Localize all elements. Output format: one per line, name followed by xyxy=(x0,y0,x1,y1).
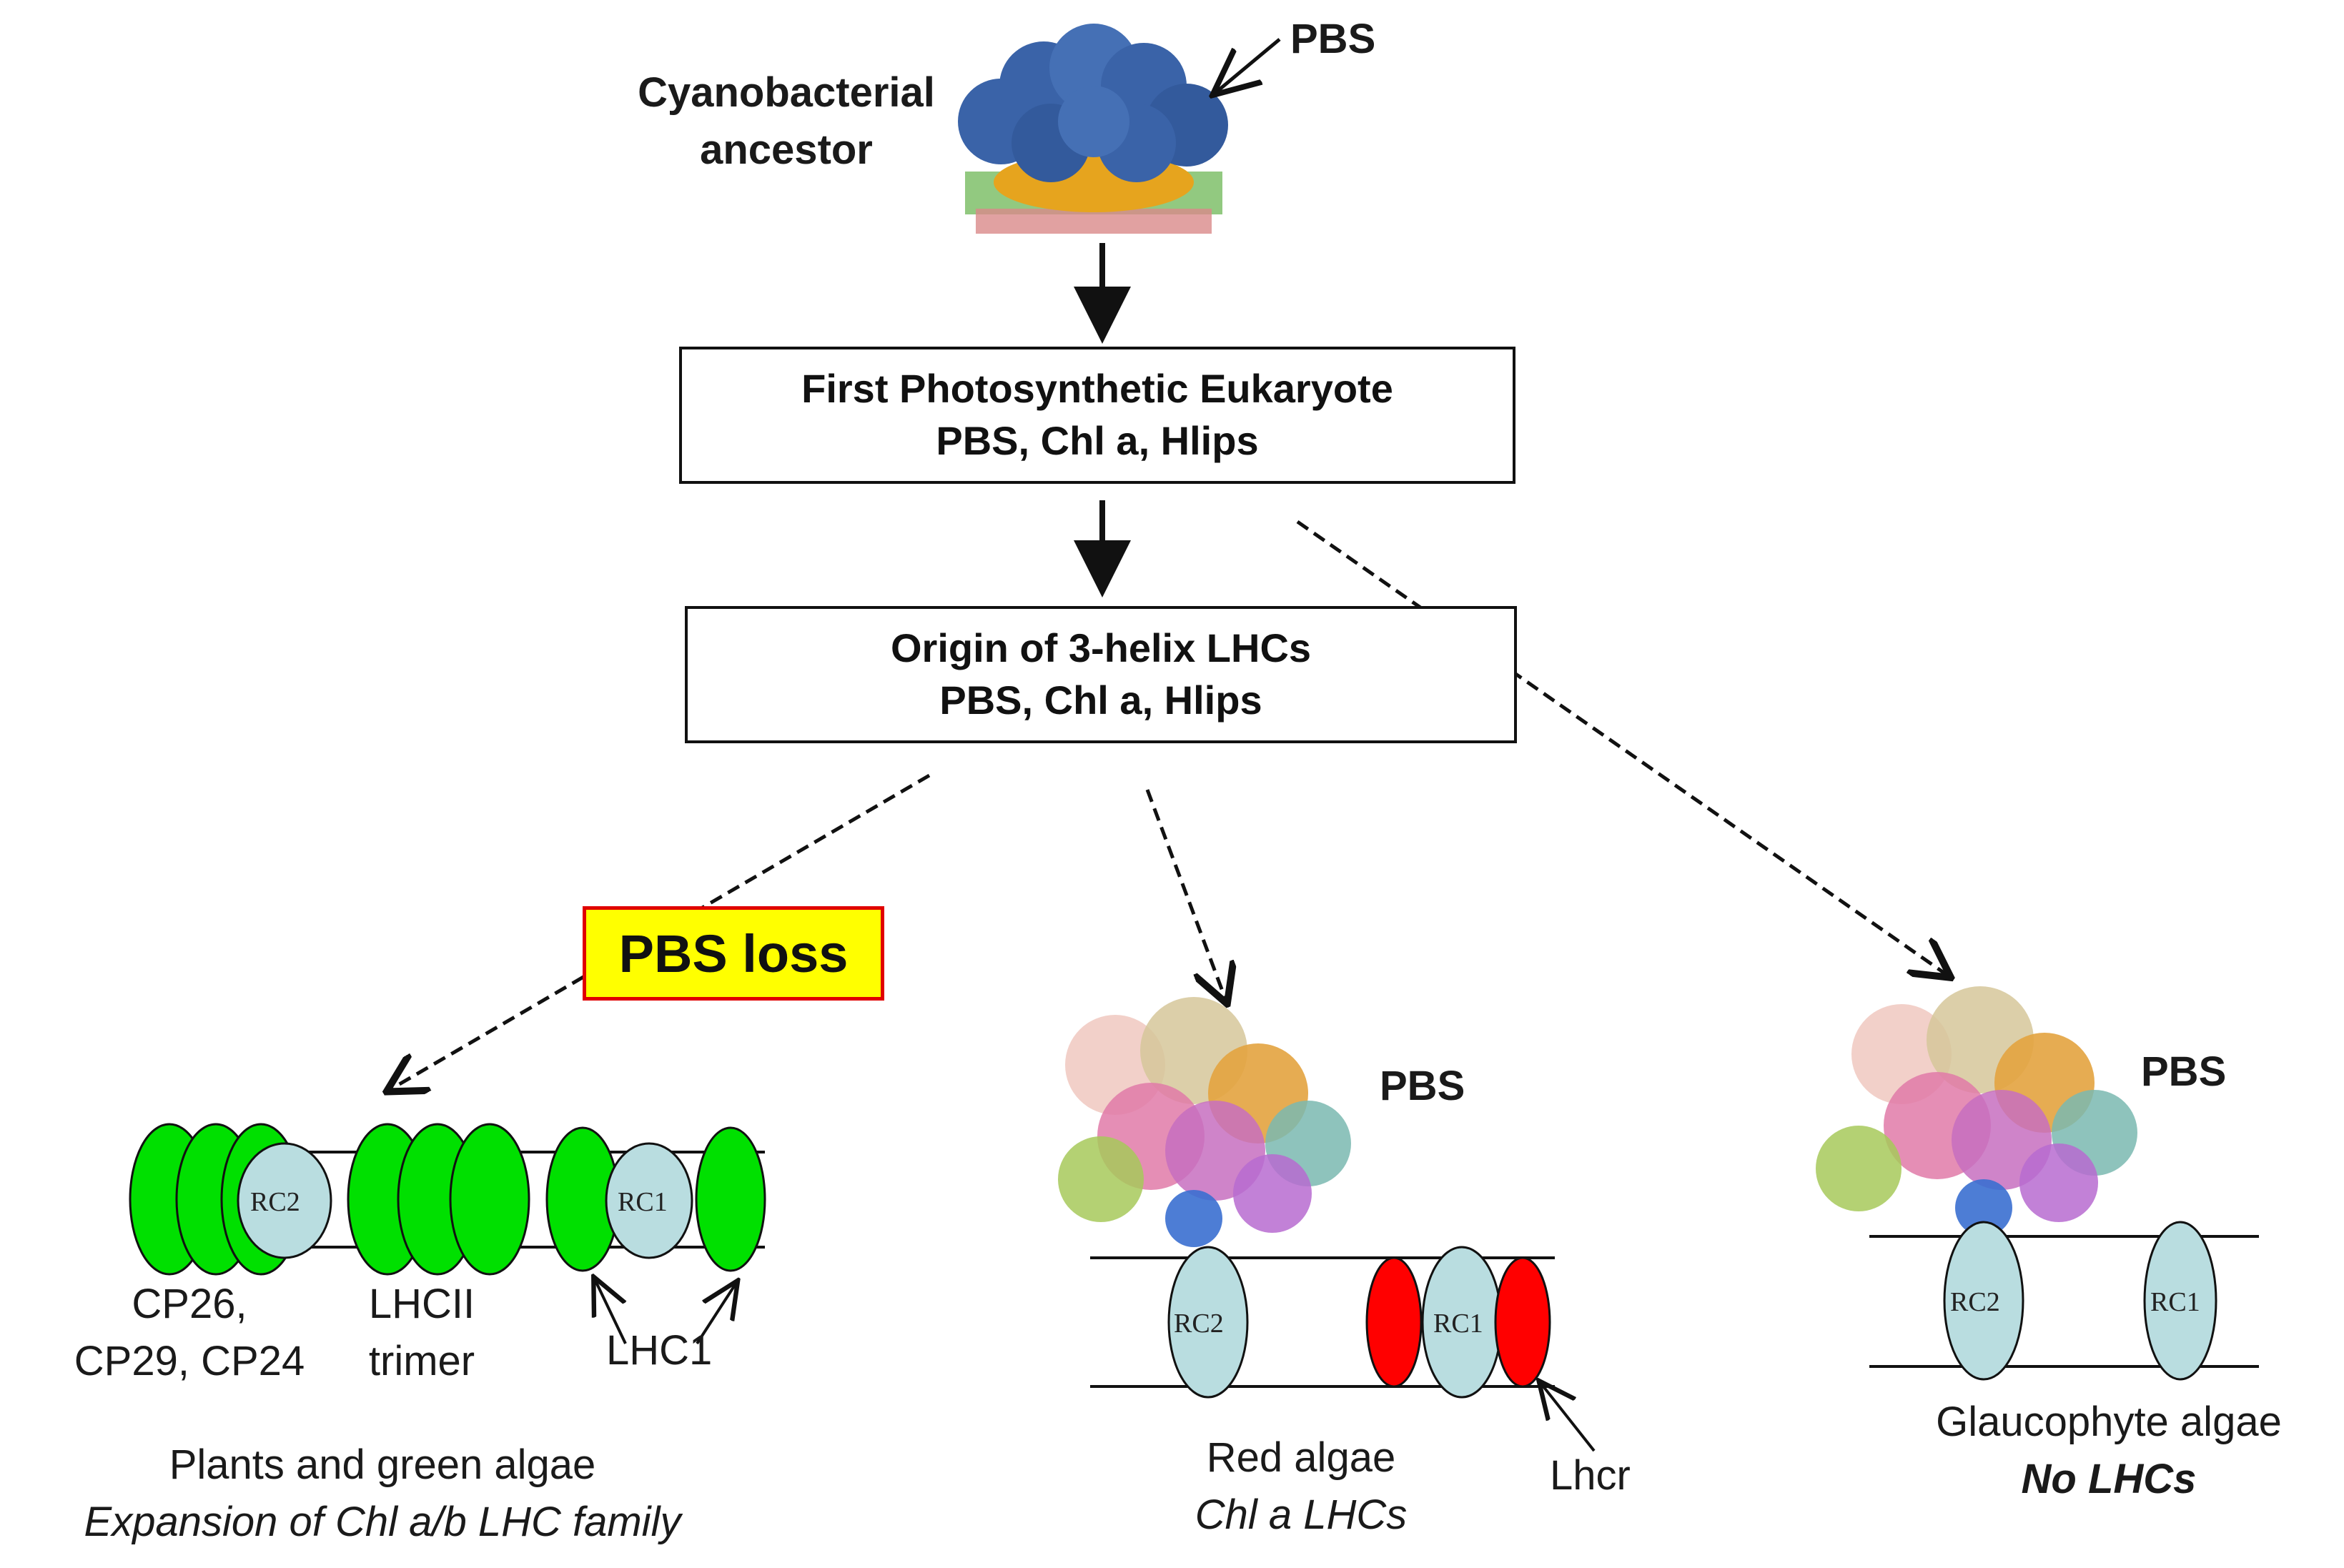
pbs-label-glaucophyte: PBS xyxy=(2141,1048,2227,1095)
origin-lhc-title: Origin of 3-helix LHCs xyxy=(890,625,1312,671)
ancestor-label-line1: Cyanobacterial xyxy=(638,69,935,116)
lhcii-label-line2: trimer xyxy=(368,1338,475,1384)
glaucophyte-membrane xyxy=(1869,1221,2259,1381)
lhc1-green xyxy=(695,1126,766,1272)
lhcii-label-line1: LHCII xyxy=(368,1281,475,1327)
green-lineage-membrane xyxy=(129,1123,766,1276)
rc2-green xyxy=(237,1142,332,1259)
rc2-glaucophyte xyxy=(1943,1221,2024,1381)
cp-label-line1: CP26, xyxy=(132,1281,247,1327)
lhc1-pointer-right xyxy=(696,1283,736,1345)
red-algae-membrane xyxy=(1090,1246,1555,1399)
rc2-red xyxy=(1167,1246,1249,1399)
green-lineage-subtitle: Expansion of Chl a/b LHC family xyxy=(84,1499,681,1545)
rc1-red-label: RC1 xyxy=(1433,1309,1483,1339)
first-eukaryote-title: First Photosynthetic Eukaryote xyxy=(801,366,1393,412)
rc1-green-label: RC1 xyxy=(618,1187,668,1217)
origin-lhc-traits: PBS, Chl a, Hlips xyxy=(939,678,1262,723)
first-eukaryote-box: First Photosynthetic Eukaryote PBS, Chl … xyxy=(679,347,1515,484)
pbs-pointer-arrow xyxy=(1215,38,1281,93)
first-eukaryote-traits: PBS, Chl a, Hlips xyxy=(936,418,1259,463)
pbs-label-red: PBS xyxy=(1380,1063,1465,1109)
glaucophyte-title: Glaucophyte algae xyxy=(1936,1399,2282,1445)
red-lineage-title: Red algae xyxy=(1206,1434,1396,1481)
lhc1-label: LHC1 xyxy=(606,1327,713,1374)
rc1-glaucophyte xyxy=(2143,1221,2217,1381)
glaucophyte-pbs-structure xyxy=(1816,986,2137,1236)
rc2-green-label: RC2 xyxy=(250,1187,300,1217)
red-algae-pbs-structure xyxy=(1058,997,1351,1247)
glaucophyte-subtitle: No LHCs xyxy=(2021,1456,2197,1502)
cp-label-line2: CP29, CP24 xyxy=(74,1338,305,1384)
rc2-red-label: RC2 xyxy=(1174,1309,1224,1339)
red-lineage-subtitle: Chl a LHCs xyxy=(1195,1492,1408,1538)
lhcr-label: Lhcr xyxy=(1550,1452,1631,1499)
cyanobacterial-pbs-structure xyxy=(958,24,1228,234)
dashed-arrow-to-glaucophyte xyxy=(1296,520,1948,976)
lhc1-pointer-left xyxy=(595,1279,627,1344)
green-lineage-title: Plants and green algae xyxy=(169,1442,596,1488)
pbs-label-top: PBS xyxy=(1290,16,1376,62)
origin-lhc-box: Origin of 3-helix LHCs PBS, Chl a, Hlips xyxy=(685,606,1517,743)
lhcr-red xyxy=(1365,1256,1423,1388)
lhcr-pointer xyxy=(1541,1383,1596,1452)
lhcr-red xyxy=(1494,1256,1551,1388)
rc1-glaucophyte-label: RC1 xyxy=(2150,1287,2200,1317)
pbs-loss-badge: PBS loss xyxy=(583,906,884,1001)
lhcii-green xyxy=(449,1123,530,1276)
ancestor-label-line2: ancestor xyxy=(700,126,873,173)
dashed-arrow-to-red xyxy=(1145,789,1226,1001)
rc1-green xyxy=(605,1142,693,1259)
rc2-glaucophyte-label: RC2 xyxy=(1950,1287,2000,1317)
